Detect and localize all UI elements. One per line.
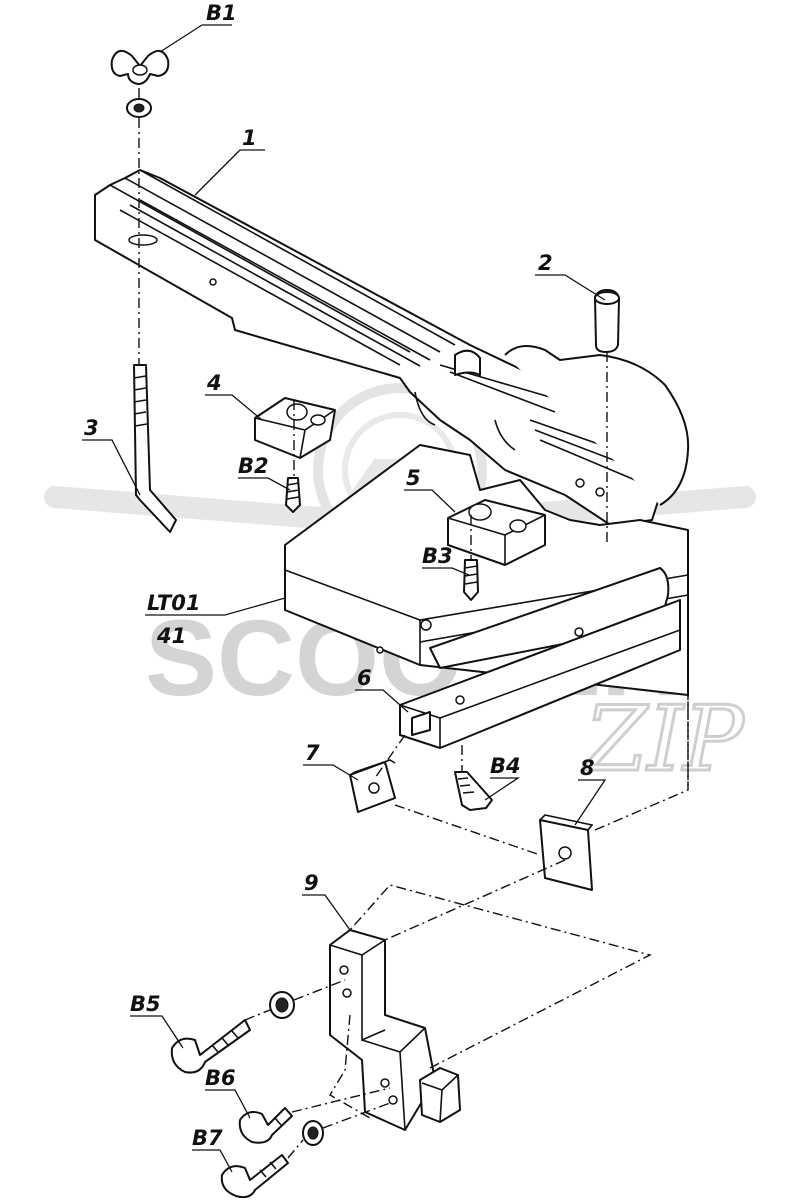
wing-nut-b1 bbox=[110, 49, 170, 85]
label-part-5: 5 bbox=[406, 466, 421, 490]
plate-part-8 bbox=[539, 814, 594, 891]
screw-b2 bbox=[285, 477, 301, 513]
part-labels: B1 1 2 3 4 B2 5 B3 LT01 41 6 7 B4 8 9 B5… bbox=[84, 1, 595, 1150]
label-lt01: LT01 bbox=[147, 591, 200, 615]
label-part-3: 3 bbox=[84, 416, 99, 440]
bracket-part-9 bbox=[329, 929, 461, 1131]
plate-part-7 bbox=[349, 759, 396, 813]
base-carriage-part-41 bbox=[284, 444, 689, 696]
label-part-7: 7 bbox=[305, 741, 320, 765]
label-part-2: 2 bbox=[538, 251, 553, 275]
label-b3: B3 bbox=[422, 544, 453, 568]
bolt-b5 bbox=[170, 1019, 251, 1074]
label-part-8: 8 bbox=[580, 756, 595, 780]
bolt-b6 bbox=[238, 1107, 293, 1144]
label-part-41: 41 bbox=[156, 624, 186, 648]
label-part-6: 6 bbox=[357, 666, 372, 690]
washer-b7 bbox=[302, 1120, 324, 1146]
bolt-b7 bbox=[220, 1154, 289, 1199]
label-part-4: 4 bbox=[206, 371, 222, 395]
clamp-block-part-4 bbox=[254, 397, 336, 459]
leader-lines bbox=[82, 24, 607, 1173]
screw-b4 bbox=[454, 771, 493, 811]
l-bolt-part-3 bbox=[133, 364, 177, 533]
washer-b1 bbox=[126, 98, 152, 118]
label-b5: B5 bbox=[130, 992, 161, 1016]
washer-b5 bbox=[269, 991, 295, 1019]
label-b1: B1 bbox=[206, 1, 237, 25]
pin-part-2 bbox=[594, 289, 620, 353]
label-b6: B6 bbox=[205, 1066, 236, 1090]
clamp-block-part-5 bbox=[447, 499, 546, 566]
screw-b3 bbox=[463, 559, 479, 601]
slide-bar-part-6 bbox=[399, 599, 681, 749]
assembly-lines bbox=[138, 88, 689, 1159]
label-part-9: 9 bbox=[304, 871, 319, 895]
label-b2: B2 bbox=[238, 454, 269, 478]
watermark-accent-text: ZIP bbox=[582, 687, 745, 792]
label-b4: B4 bbox=[490, 754, 521, 778]
label-part-1: 1 bbox=[242, 126, 257, 150]
label-b7: B7 bbox=[192, 1126, 223, 1150]
